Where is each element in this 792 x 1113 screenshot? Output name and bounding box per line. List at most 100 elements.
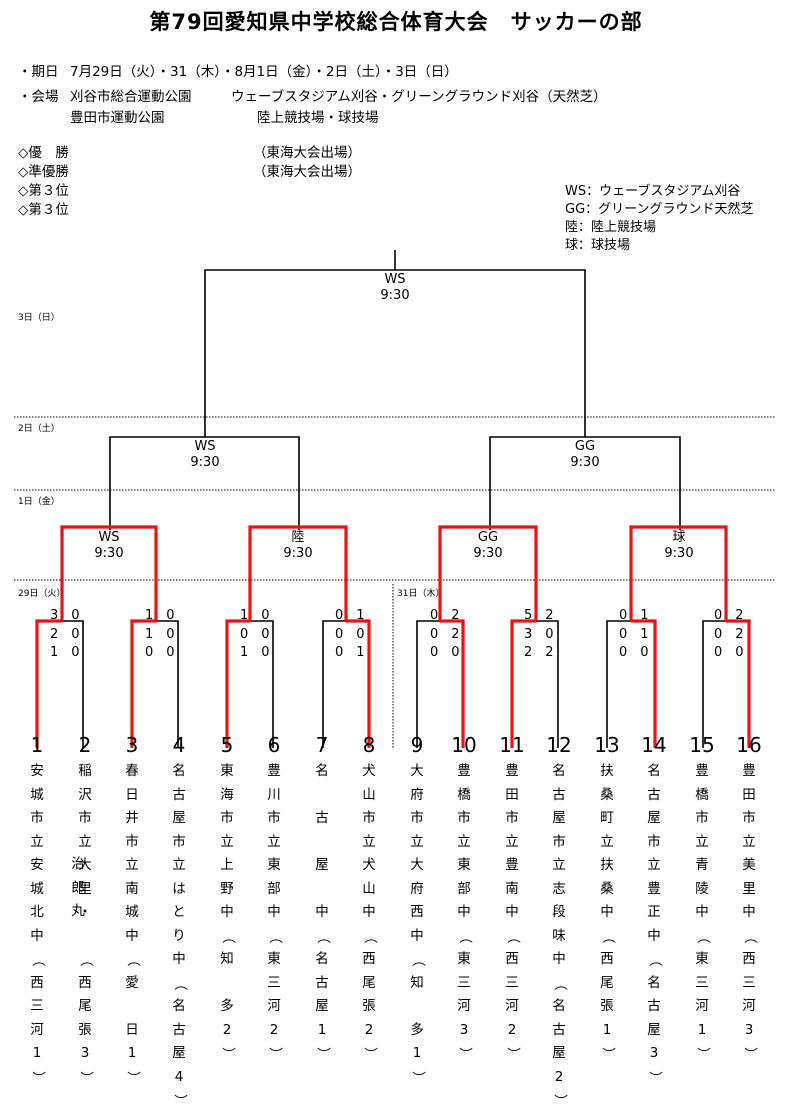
team-11-char: 立 [505,833,519,850]
team-14-char: 3 [649,1045,659,1061]
team-14-char: 中 [647,927,661,944]
r1-6-half2: 2 2 [524,645,554,660]
r1-5-left [416,620,440,748]
team-6-char: ） [266,1047,283,1061]
final-venue-code: WS [384,272,406,287]
team-13-char: ） [599,1047,616,1061]
team-2-char: 市 [78,810,92,826]
r1-5-half1: 0 2 [430,627,460,642]
team-16-char: 西 [742,951,756,967]
team-14-char: 市 [647,833,661,850]
r1-1-winner [35,619,62,748]
team-10-char: 3 [459,1021,469,1038]
semi-2-time: 9:30 [570,455,600,470]
team-14-char: 古 [647,786,661,803]
bracket-red [35,525,751,748]
team-11-char: 2 [507,1021,517,1038]
team-10-char: 市 [457,810,471,826]
result-third-b: ◇第３位 [18,202,69,218]
team-8-char: 立 [362,833,376,850]
team-6-char: （ [266,929,283,944]
team-2-char: 西 [78,974,92,991]
r1-1-half2: 1 0 [50,645,80,660]
r1-1-total: 3 0 [50,608,80,623]
day-dividers [14,416,776,748]
team-9-char: 西 [410,904,424,920]
r1-5-total: 0 2 [430,608,460,623]
team-number-6: 6 [267,733,281,757]
team-12-char: 屋 [552,1045,566,1061]
team-2-char: 大 [78,857,92,873]
team-16-char: 田 [742,786,756,803]
team-10-char: 中 [457,904,471,920]
team-8-char: 市 [362,810,376,826]
team-number-1: 1 [30,733,44,757]
final-venue: WS 9:30 [365,272,425,304]
team-12-char: 古 [552,786,566,803]
r1-2-half2: 0 0 [145,645,175,660]
team-6-char: 部 [267,880,281,897]
team-12-char: 名 [552,763,566,779]
semi-1-venue: WS 9:30 [175,439,235,471]
team-1-char: 安 [30,763,44,779]
r1-2-right [156,620,179,748]
team-14-char: 立 [647,857,661,873]
team-8-char: ） [361,1047,378,1061]
team-7-char: 屋 [315,998,329,1014]
team-5-char: 東 [220,763,234,779]
period-value: 7月29日（火）・31（木）・8月1日（金）・2日（土）・3日（日） [70,64,458,80]
team-10-char: 東 [457,951,471,967]
team-3-char: 愛 [125,974,139,991]
team-2-char: 立 [78,833,92,850]
qf-1-time: 9:30 [94,546,124,561]
team-9-char: 府 [410,786,424,803]
venue-label: ・会場 [18,89,59,105]
team-8-char: （ [361,929,378,944]
team-1-char: （ [29,953,46,967]
team-13-char: （ [599,929,616,944]
semi-2-venue-code: GG [574,439,596,454]
r1-7-winner [631,619,657,748]
team-number-13: 13 [594,733,620,757]
team-7-char: 名 [315,763,329,779]
team-4-char: と [172,904,186,920]
team-9-char: 1 [412,1045,422,1061]
r1-4-left [322,620,346,748]
team-13-char: 尾 [600,974,614,991]
team-9-char [405,995,429,1019]
qf-4-bracket [629,525,728,621]
period-label: ・期日 [18,64,59,80]
team-5-char: （ [219,929,236,944]
team-number-15: 15 [689,733,715,757]
team-9-char: ） [409,1070,426,1085]
team-9-char: 多 [410,1021,424,1038]
team-8-char: 山 [362,786,376,803]
team-14-char: ） [646,1070,663,1085]
qf-2-venue-code: 陸 [291,530,305,545]
team-13-char: 1 [602,1021,612,1038]
team-12-char: 立 [552,857,566,873]
team-11-char: 三 [505,974,519,991]
team-number-3: 3 [125,733,139,757]
team-6-char: 2 [269,1021,279,1038]
team-10-char: 橋 [457,786,471,803]
r1-6-total: 5 2 [524,608,554,623]
legend-kyu: 球：球技場 [565,238,631,253]
team-3-char: 井 [125,810,139,826]
team-15-char: ） [694,1047,711,1061]
team-8-char: 犬 [362,857,376,873]
team-5-char: 多 [220,998,234,1014]
team-1-char: 北 [30,904,44,920]
team-2-char: ・ [78,904,92,920]
r1-7-half2: 0 0 [619,645,649,660]
team-7-char: 中 [315,904,329,920]
team-14-char: 名 [647,763,661,779]
team-10-char: 東 [457,857,471,873]
team-5-char: ） [219,1047,236,1061]
team-13-char: 扶 [600,857,614,873]
r1-2-winner [130,619,156,748]
